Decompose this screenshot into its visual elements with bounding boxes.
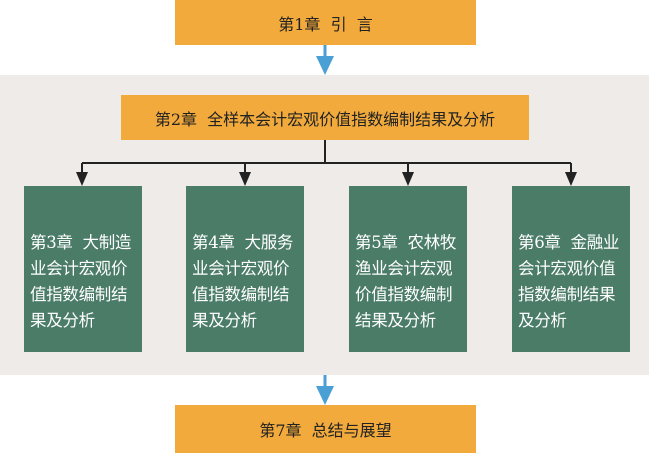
chapter5-line: 价值指数编制	[355, 285, 453, 304]
chapter6-line: 指数编制结果	[518, 285, 616, 304]
chapter2-box: 第2章 全样本会计宏观价值指数编制结果及分析	[121, 95, 529, 140]
tree-connector	[76, 140, 577, 186]
chapter4-line: 果及分析	[192, 311, 257, 330]
chapter5-line: 第5章 农林牧	[355, 233, 457, 252]
chapter4-box: 第4章 大服务 业会计宏观价 值指数编制结 果及分析	[186, 186, 304, 352]
chapter4-line: 业会计宏观价	[192, 259, 290, 278]
chapter3-line: 值指数编制结	[30, 285, 128, 304]
chapter6-line: 及分析	[518, 311, 567, 330]
chapter7-box: 第7章 总结与展望	[175, 405, 476, 453]
chapter7-label: 第7章 总结与展望	[259, 421, 392, 440]
blue-arrow-top	[316, 45, 334, 75]
chapter1-box: 第1章 引 言	[175, 0, 476, 45]
blue-arrow-bottom	[316, 375, 334, 405]
chapter4-line: 第4章 大服务	[192, 233, 294, 252]
chapter2-label: 第2章 全样本会计宏观价值指数编制结果及分析	[154, 109, 496, 129]
chapter6-box: 第6章 金融业 会计宏观价值 指数编制结果 及分析	[512, 186, 630, 352]
chapter3-box: 第3章 大制造 业会计宏观价 值指数编制结 果及分析	[24, 186, 142, 352]
chapter3-line: 果及分析	[30, 311, 95, 330]
chapter1-label: 第1章 引 言	[278, 14, 373, 34]
chapter6-line: 会计宏观价值	[518, 259, 616, 278]
chapter3-line: 业会计宏观价	[30, 259, 128, 278]
chapter5-box: 第5章 农林牧 渔业会计宏观 价值指数编制 结果及分析	[349, 186, 467, 352]
chapter4-line: 值指数编制结	[192, 285, 290, 304]
chapter5-line: 结果及分析	[355, 311, 437, 330]
chapter5-line: 渔业会计宏观	[355, 259, 453, 278]
chapter6-line: 第6章 金融业	[518, 233, 620, 252]
chapter3-line: 第3章 大制造	[30, 233, 132, 252]
